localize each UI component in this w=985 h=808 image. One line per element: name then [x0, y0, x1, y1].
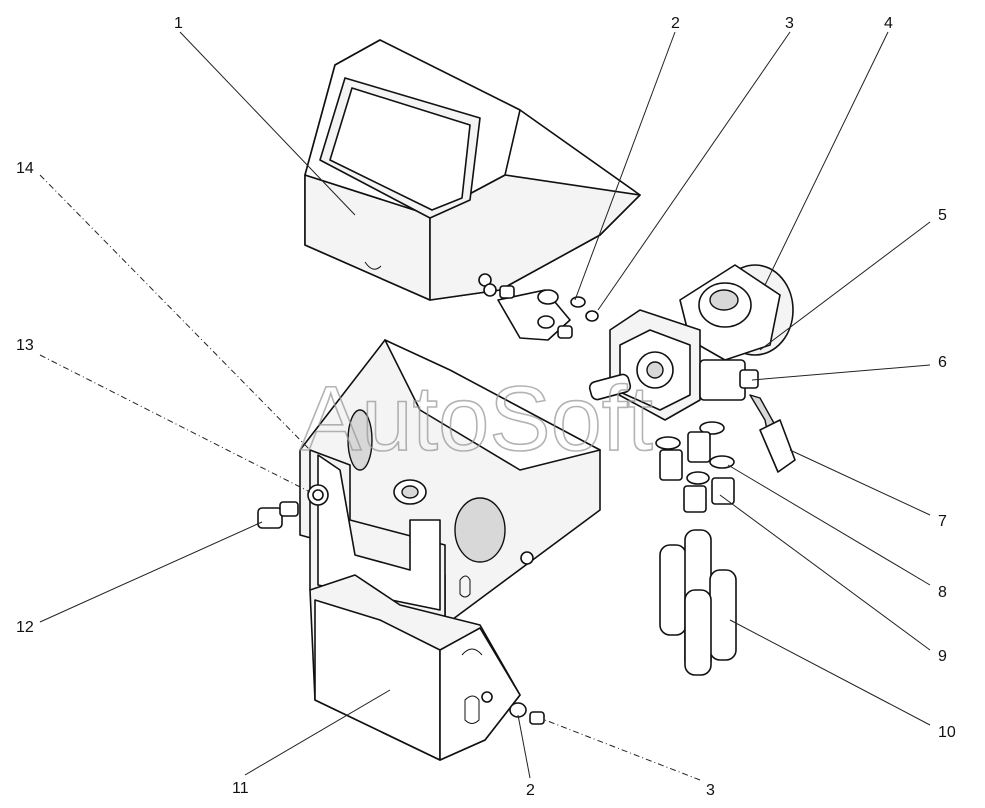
motor-unit: [588, 264, 796, 473]
callout-7: 7: [938, 513, 947, 530]
leader-4: [764, 31, 889, 286]
callout-1: 1: [174, 15, 183, 32]
callout-11: 11: [232, 780, 249, 797]
bolt: [257, 501, 299, 529]
leader-3b: [544, 719, 701, 781]
leader-6: [751, 364, 931, 381]
upper-cover: [304, 39, 641, 301]
leader-13: [39, 354, 311, 493]
callout-14: 14: [16, 160, 34, 177]
hoses: [659, 529, 737, 676]
callout-4: 4: [884, 15, 893, 32]
leader-1: [179, 31, 356, 216]
leader-9: [719, 494, 931, 651]
fittings: [655, 421, 735, 513]
leader-3a: [597, 31, 791, 311]
leader-10: [729, 619, 931, 726]
leader-11: [244, 689, 391, 776]
main-frame: [299, 339, 601, 631]
leader-8: [727, 464, 931, 586]
callout-3b: 3: [706, 782, 715, 799]
callout-labels: 1 2 3 4 5 6 7 8 9 10 11 2 3 12 13 14: [16, 15, 956, 799]
watermark: AutoSoft: [300, 368, 653, 470]
leader-7: [789, 449, 931, 516]
callout-10: 10: [938, 724, 956, 741]
callout-12: 12: [16, 619, 34, 636]
callout-2: 2: [671, 15, 680, 32]
callout-13: 13: [16, 337, 34, 354]
callout-5: 5: [938, 207, 947, 224]
callout-9: 9: [938, 648, 947, 665]
leader-lines: [39, 31, 931, 781]
callout-2b: 2: [526, 782, 535, 799]
callout-6: 6: [938, 354, 947, 371]
leader-5: [759, 221, 931, 351]
upper-bracket: [483, 283, 599, 341]
leader-12: [39, 521, 263, 623]
callout-8: 8: [938, 584, 947, 601]
lower-cover: [309, 574, 545, 761]
leader-2a: [574, 31, 676, 301]
leader-2b: [517, 714, 531, 779]
leader-14: [39, 174, 311, 451]
callout-3: 3: [785, 15, 794, 32]
